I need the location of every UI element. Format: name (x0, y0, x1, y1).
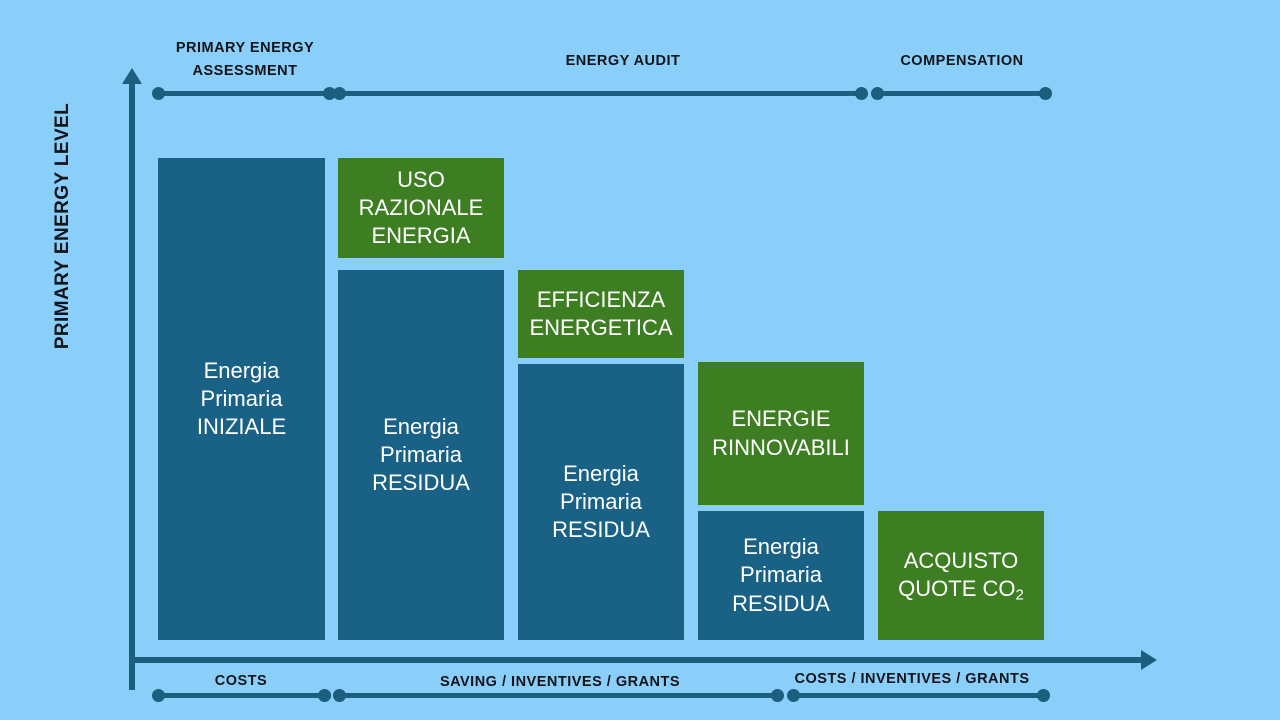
bar-label: Energia Primaria RESIDUA (732, 534, 830, 616)
bottom-rail-1-end-dot (318, 689, 331, 702)
bar-label: Energia Primaria RESIDUA (372, 413, 470, 496)
bottom-phase-label-saving-inventives-grants: SAVING / INVENTIVES / GRANTS (439, 674, 681, 690)
y-axis-arrow-icon (122, 68, 142, 84)
bar-label-main: ACQUISTO QUOTE CO (898, 547, 1019, 601)
bar-green-uso-razionale-energia[interactable]: USO RAZIONALE ENERGIA (338, 158, 504, 258)
bar-green-efficienza-energetica[interactable]: EFFICIENZA ENERGETICA (518, 270, 684, 358)
bottom-rail-3-start-dot (787, 689, 800, 702)
bottom-rail-1 (163, 693, 331, 698)
x-axis-line (131, 657, 1147, 663)
bottom-rail-2 (344, 693, 778, 698)
top-rail-2-start-dot (333, 87, 346, 100)
top-rail-3-end-dot (1039, 87, 1052, 100)
top-rail-1-end-dot (323, 87, 336, 100)
bar-label: ACQUISTO QUOTE CO2 (878, 547, 1044, 605)
y-axis-line (129, 80, 135, 690)
bottom-rail-3-end-dot (1037, 689, 1050, 702)
bar-label: Energia Primaria INIZIALE (196, 357, 287, 440)
top-rail-1 (163, 91, 331, 96)
bar-green-acquisto-quote-co2[interactable]: ACQUISTO QUOTE CO2 (878, 511, 1044, 640)
top-rail-3 (883, 91, 1043, 96)
top-phase-label-energy-audit: ENERGY AUDIT (565, 53, 681, 69)
bottom-rail-3 (798, 693, 1044, 698)
bottom-rail-2-end-dot (771, 689, 784, 702)
bottom-rail-1-start-dot (152, 689, 165, 702)
bar-label: EFFICIENZA ENERGETICA (529, 286, 673, 340)
bar-green-energie-rinnovabili[interactable]: ENERGIE RINNOVABILI (698, 362, 864, 505)
top-rail-2 (344, 91, 862, 96)
top-phase-label-compensation: COMPENSATION (900, 53, 1024, 69)
bar-label: USO RAZIONALE ENERGIA (358, 166, 484, 249)
x-axis-arrow-icon (1141, 650, 1157, 670)
top-rail-3-start-dot (871, 87, 884, 100)
bar-blue-energia-primaria-iniziale[interactable]: Energia Primaria INIZIALE (158, 158, 325, 640)
y-axis-title: PRIMARY ENERGY LEVEL (52, 102, 73, 350)
bar-label-subscript: 2 (1015, 586, 1024, 604)
bar-blue-energia-primaria-residua-3[interactable]: Energia Primaria RESIDUA (518, 364, 684, 640)
top-rail-1-start-dot (152, 87, 165, 100)
bar-blue-energia-primaria-residua-4[interactable]: Energia Primaria RESIDUA (698, 511, 864, 640)
bottom-phase-label-costs: COSTS (214, 673, 268, 689)
top-phase-label-primary-energy-assessment: PRIMARY ENERGY ASSESSMENT (175, 40, 315, 80)
bar-label: Energia Primaria RESIDUA (552, 460, 650, 543)
bottom-rail-2-start-dot (333, 689, 346, 702)
bar-blue-energia-primaria-residua-2[interactable]: Energia Primaria RESIDUA (338, 270, 504, 640)
bottom-phase-label-costs-inventives-grants: COSTS / INVENTIVES / GRANTS (794, 671, 1030, 687)
top-rail-2-end-dot (855, 87, 868, 100)
bar-label: ENERGIE RINNOVABILI (712, 406, 850, 460)
